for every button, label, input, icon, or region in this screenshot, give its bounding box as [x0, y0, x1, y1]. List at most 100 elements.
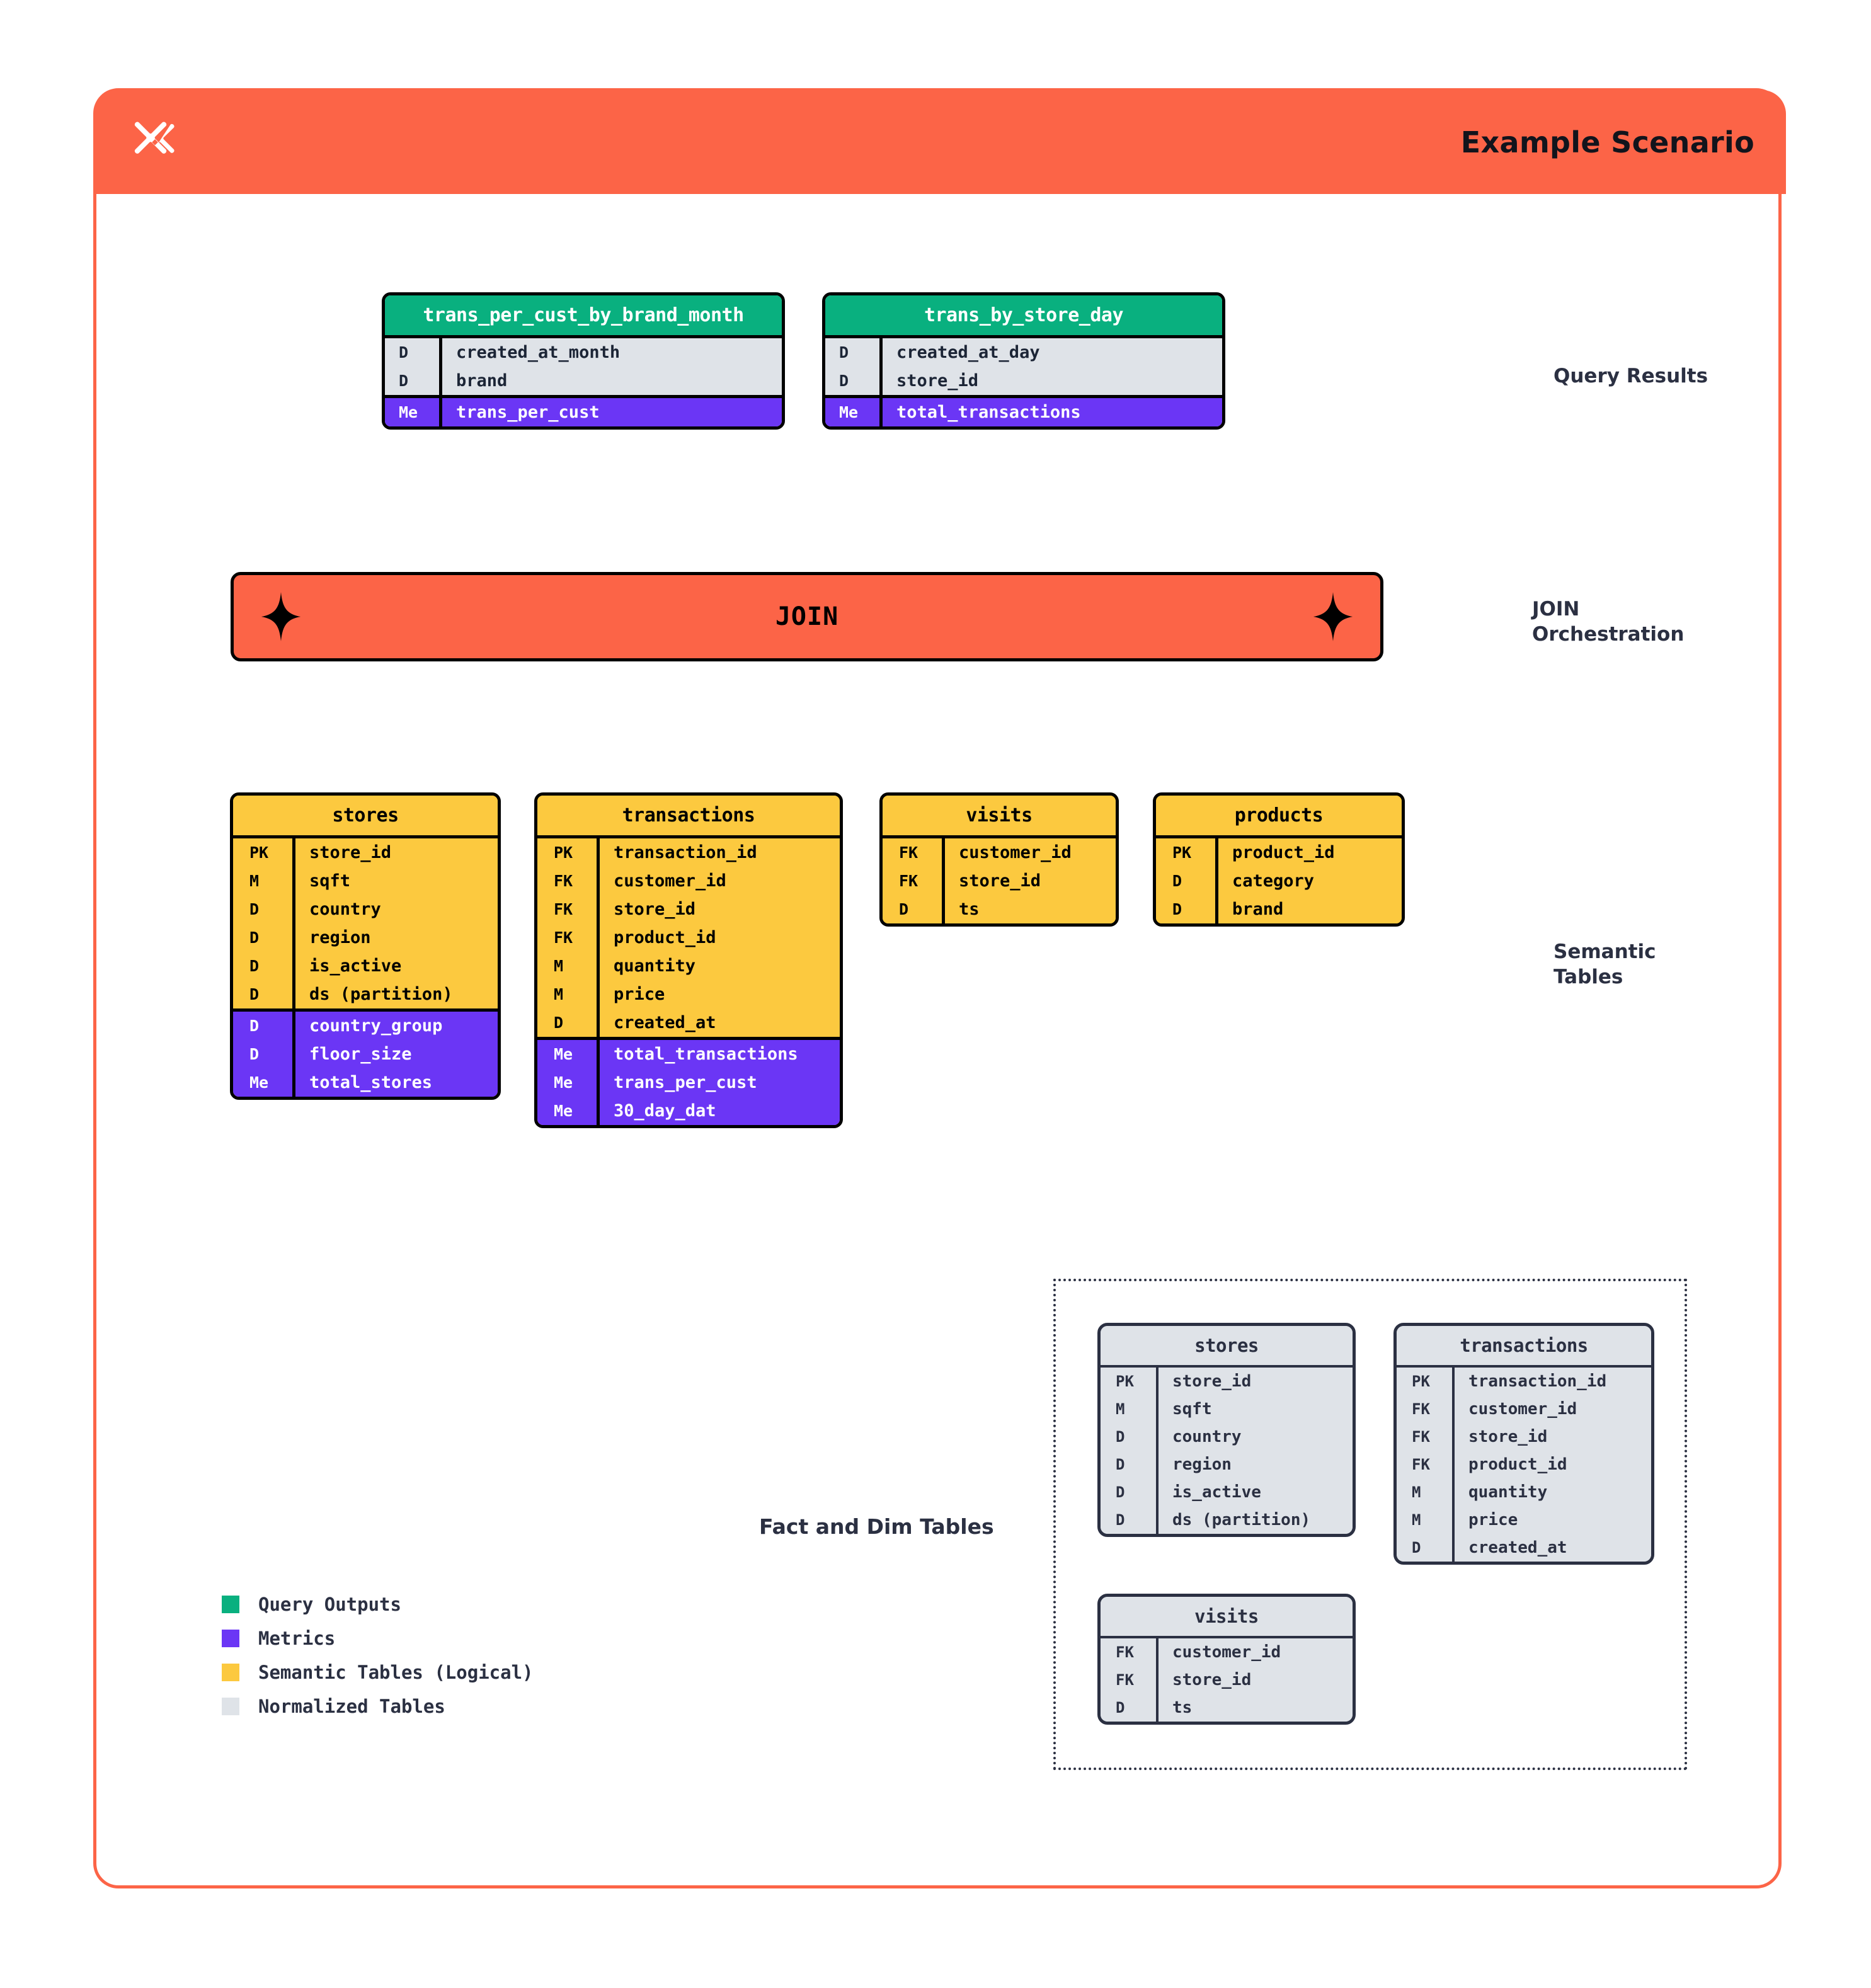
table-row: FK customer_id: [883, 838, 1116, 867]
column-key: D: [1116, 1428, 1125, 1446]
annotation-label-line1: Semantic: [1553, 940, 1656, 963]
table-row: Me total_stores: [233, 1068, 498, 1097]
column-name: product_id: [597, 923, 840, 952]
column-key: D: [1116, 1456, 1125, 1473]
column-key: FK: [1412, 1428, 1430, 1446]
column-key: D: [1172, 872, 1182, 890]
column-key: Me: [399, 403, 418, 421]
join-label: JOIN: [775, 602, 839, 631]
table-title: products: [1156, 796, 1402, 835]
legend-item-semantic-tables: Semantic Tables (Logical): [222, 1655, 534, 1689]
legend-label: Semantic Tables (Logical): [258, 1662, 534, 1683]
column-key: FK: [899, 872, 918, 890]
sparkle-icon-left: [261, 592, 301, 641]
column-name: ds (partition): [1156, 1506, 1353, 1534]
column-key: FK: [554, 872, 573, 890]
table-title: visits: [1101, 1597, 1353, 1636]
column-key: D: [249, 1017, 260, 1035]
column-key: D: [399, 372, 409, 390]
table-row: Me total_transactions: [825, 398, 1222, 426]
column-name: country_group: [292, 1012, 498, 1040]
column-key: PK: [554, 843, 573, 862]
annotation-label-line2: Tables: [1553, 965, 1623, 988]
column-name: category: [1215, 867, 1402, 895]
column-key: M: [249, 872, 260, 890]
column-name: customer_id: [1452, 1395, 1651, 1423]
table-row: D created_at_day: [825, 338, 1222, 367]
table-title: transactions: [537, 796, 840, 835]
card-header: Example Scenario: [95, 90, 1786, 194]
column-name: total_stores: [292, 1068, 498, 1097]
annotation-fact-and-dim-tables: Fact and Dim Tables: [759, 1514, 994, 1539]
column-name: store_id: [292, 838, 498, 867]
table-title: trans_per_cust_by_brand_month: [385, 295, 782, 335]
column-key: D: [899, 900, 909, 918]
annotation-label: Query Results: [1553, 365, 1708, 387]
column-key: D: [249, 900, 260, 918]
column-key: Me: [249, 1073, 269, 1092]
column-name: store_id: [879, 367, 1222, 395]
column-name: country: [292, 895, 498, 923]
column-name: customer_id: [942, 838, 1116, 867]
column-key: D: [249, 985, 260, 1003]
column-key: D: [249, 957, 260, 975]
column-name: 30_day_dat: [597, 1097, 840, 1125]
column-key: D: [1412, 1539, 1421, 1557]
query-result-table-trans-per-cust-by-brand-month[interactable]: trans_per_cust_by_brand_month D created_…: [382, 292, 785, 430]
column-key: D: [1116, 1699, 1125, 1717]
column-key: D: [399, 343, 409, 362]
legend-swatch-metrics: [222, 1630, 239, 1647]
column-key: D: [1172, 900, 1182, 918]
metric-section: Me trans_per_cust: [385, 395, 782, 426]
annotation-join-orchestration: JOIN Orchestration: [1532, 597, 1684, 647]
column-name: trans_per_cust: [439, 398, 782, 426]
annotation-query-results: Query Results: [1553, 364, 1708, 389]
query-result-table-trans-by-store-day[interactable]: trans_by_store_day D created_at_day D st…: [822, 292, 1225, 430]
column-key: FK: [1412, 1456, 1430, 1473]
column-name: customer_id: [1156, 1638, 1353, 1666]
column-key: PK: [1172, 843, 1192, 862]
column-key: FK: [899, 843, 918, 862]
table-row: Me trans_per_cust: [385, 398, 782, 426]
column-key: Me: [839, 403, 859, 421]
legend-label: Query Outputs: [258, 1594, 401, 1615]
dimension-section: D created_at_day D store_id: [825, 335, 1222, 395]
column-name: store_id: [597, 895, 840, 923]
fact-and-dim-group-box: [1053, 1279, 1687, 1770]
column-key: Me: [554, 1073, 573, 1092]
column-name: created_at: [1452, 1534, 1651, 1562]
column-key: Me: [554, 1102, 573, 1120]
join-orchestration-bar[interactable]: JOIN: [231, 572, 1383, 661]
table-row: D brand: [385, 367, 782, 395]
column-name: is_active: [292, 952, 498, 980]
